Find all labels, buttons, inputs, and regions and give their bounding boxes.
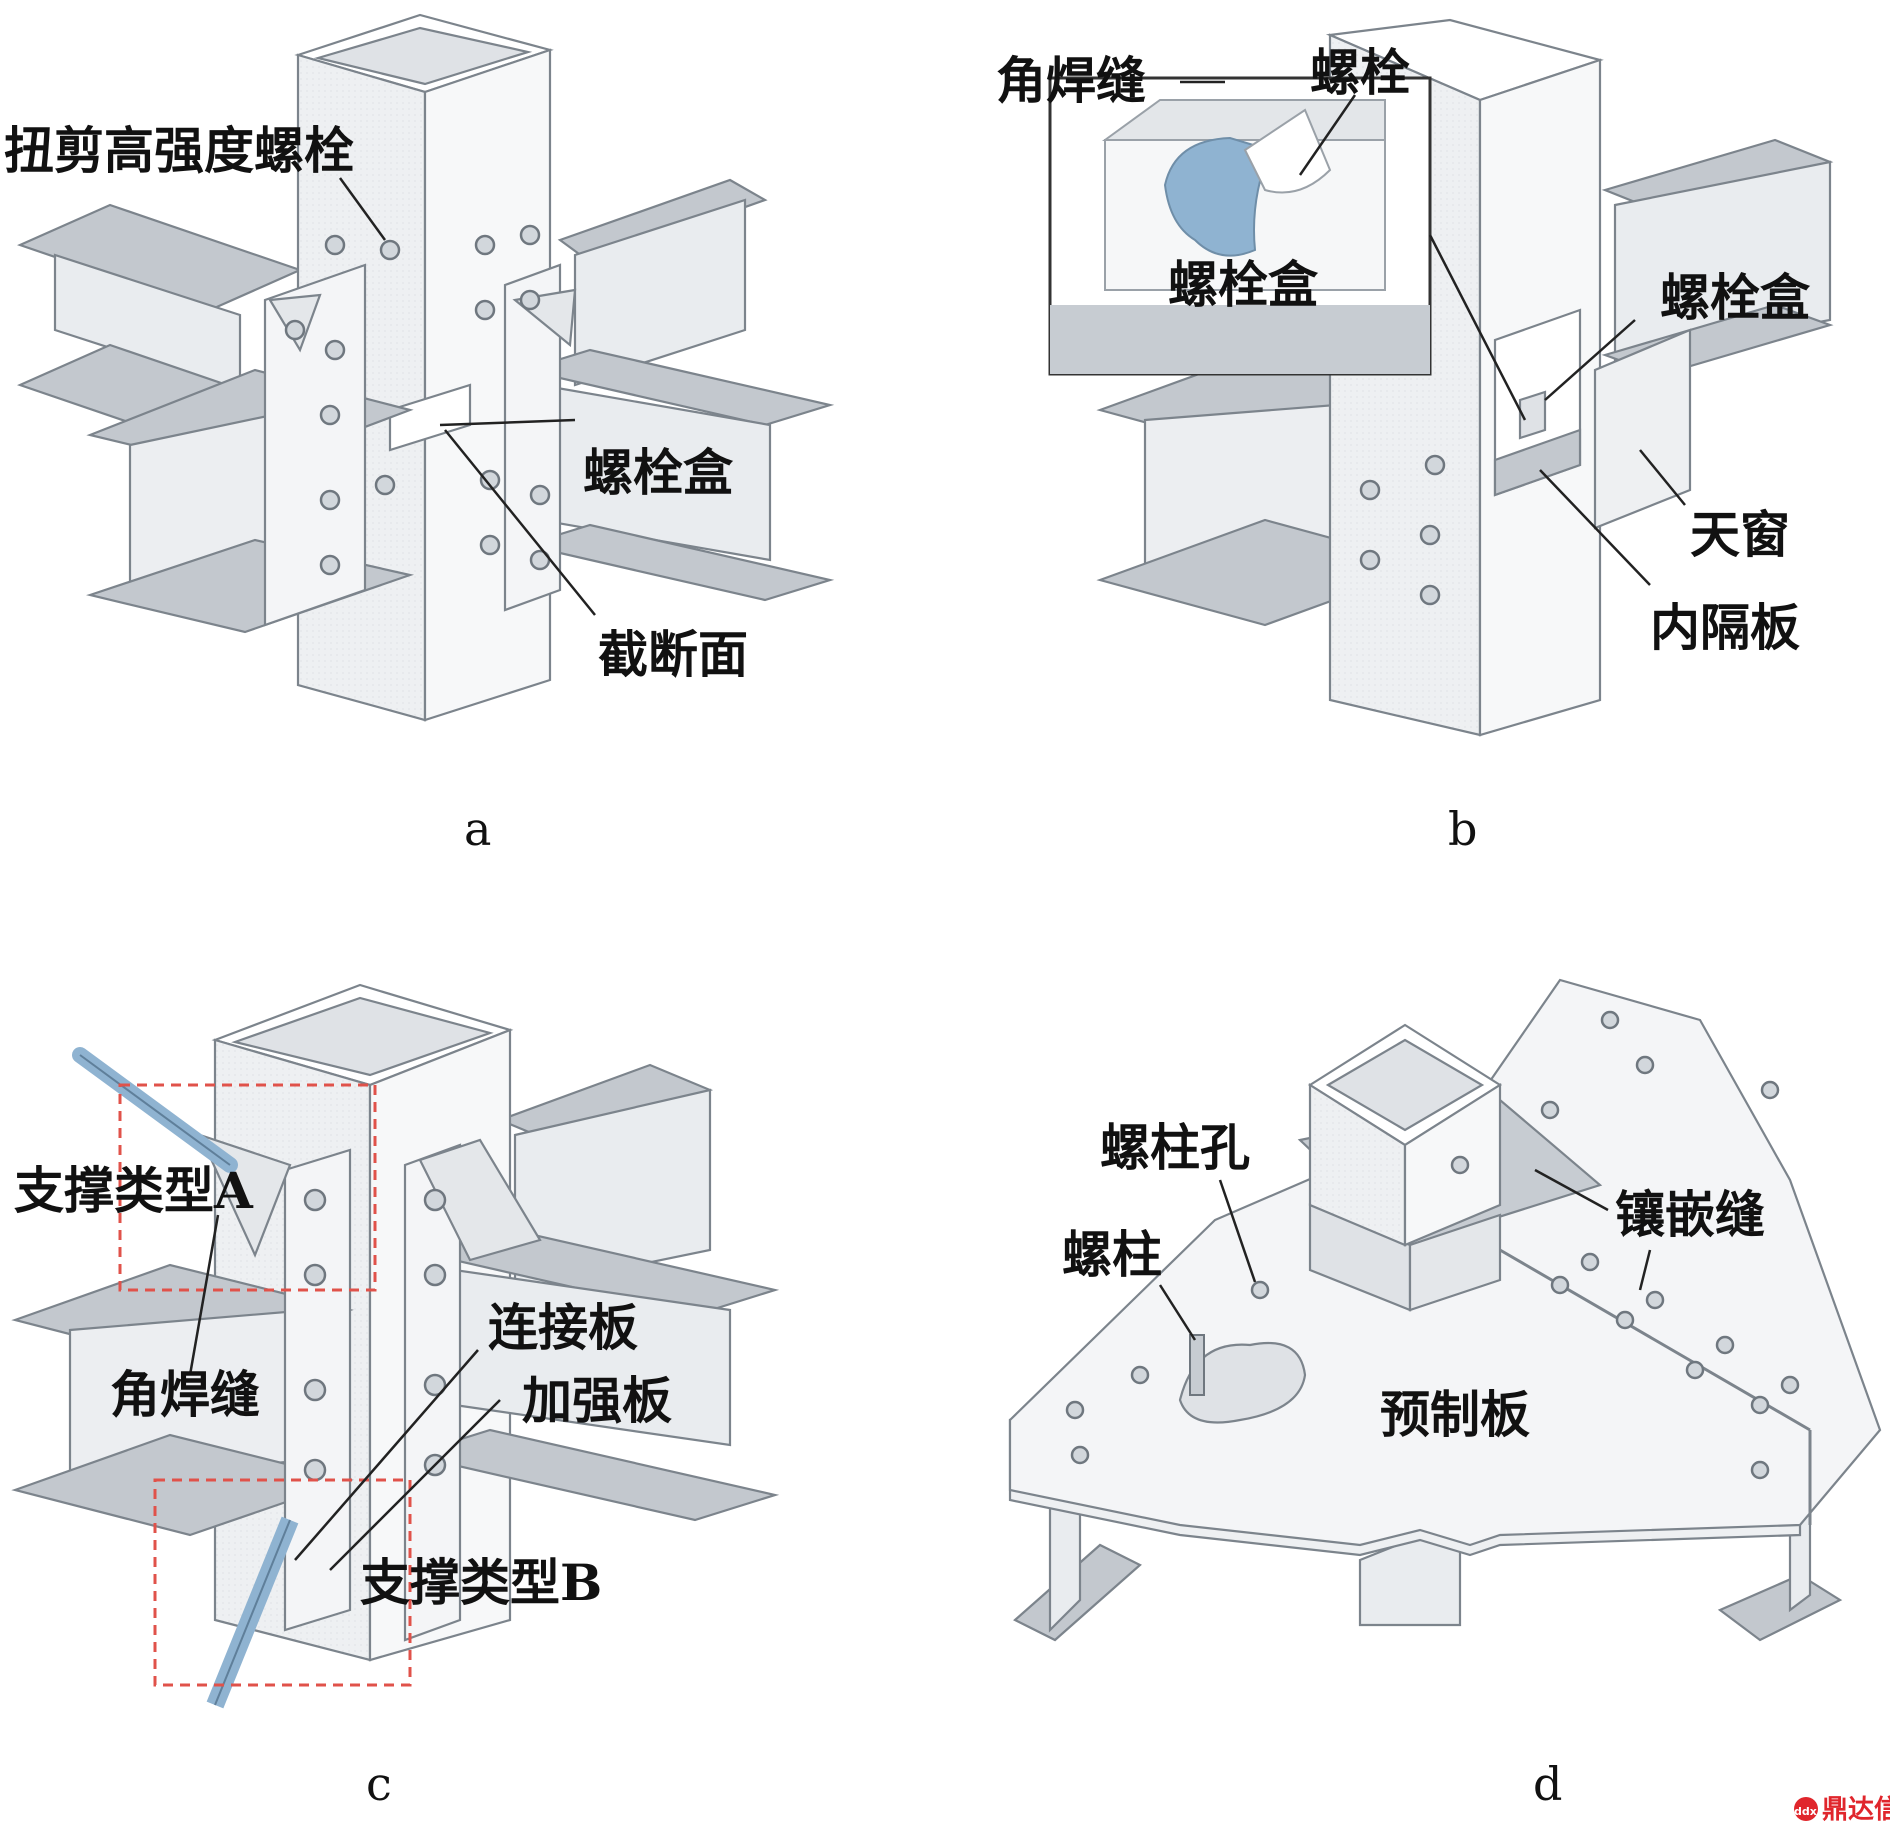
- panel-c-beam-right: [405, 1223, 780, 1522]
- panel-b-leaders: [1180, 80, 1686, 586]
- label-d-inlay-seam: 镶嵌缝: [1615, 1185, 1765, 1244]
- bolt-icon: [303, 1458, 327, 1482]
- label-b-skylight: 天窗: [1690, 505, 1790, 564]
- watermark: ddx 鼎达信: [1794, 1795, 1890, 1825]
- label-c-stiffener: 加强板: [522, 1371, 672, 1430]
- bolt-icon: [284, 319, 306, 341]
- hole-icon: [1715, 1335, 1735, 1355]
- label-c-brace-a: 支撑类型A: [14, 1161, 254, 1220]
- panel-d-stud-pocket: [1178, 1341, 1307, 1424]
- bolt-icon: [319, 554, 341, 576]
- panel-a-bolts: [284, 224, 551, 576]
- panel-d: 螺柱孔 螺柱 镶嵌缝 预制板 d: [1008, 978, 1882, 1811]
- panel-b-beam-right: [1601, 138, 1834, 377]
- panel-a-leaders: [338, 177, 596, 616]
- hole-icon: [1450, 1155, 1470, 1175]
- hole-icon: [1760, 1080, 1780, 1100]
- hole-icon: [1645, 1290, 1665, 1310]
- label-b-fillet-weld: 角焊缝: [996, 51, 1146, 110]
- label-bolt-box: 螺栓盒: [583, 443, 734, 502]
- bolt-icon: [519, 224, 541, 246]
- brace-b-box: [153, 1478, 412, 1687]
- bolt-icon: [1359, 549, 1381, 571]
- bolt-icon: [319, 404, 341, 426]
- caption-d: d: [1533, 1757, 1562, 1811]
- bolt-icon: [303, 1188, 327, 1212]
- brace-a-box: [118, 1083, 377, 1292]
- panel-b-bolts: [1359, 454, 1446, 606]
- bolt-icon: [1359, 479, 1381, 501]
- panel-d-beams: [1013, 1468, 1843, 1642]
- bolt-icon: [324, 234, 346, 256]
- bolt-icon: [319, 489, 341, 511]
- hole-icon: [1685, 1360, 1705, 1380]
- label-c-brace-b: 支撑类型B: [360, 1553, 602, 1612]
- bolt-icon: [303, 1378, 327, 1402]
- bolt-icon: [479, 534, 501, 556]
- label-d-stud: 螺柱: [1062, 1225, 1162, 1284]
- hole-icon: [1750, 1395, 1770, 1415]
- bolt-icon: [423, 1188, 447, 1212]
- bolt-icon: [379, 239, 401, 261]
- watermark-logo-text: ddx: [1794, 1805, 1817, 1818]
- label-c-fillet-weld: 角焊缝: [110, 1365, 260, 1424]
- hole-icon: [1065, 1400, 1085, 1420]
- panel-c: 支撑类型A 角焊缝 连接板 加强板 支撑类型B c: [11, 983, 780, 1811]
- panel-c-leaders: [188, 1214, 501, 1571]
- label-d-precast-slab: 预制板: [1380, 1385, 1530, 1444]
- panel-c-beam-back-right: [496, 1063, 714, 1292]
- hole-icon: [1580, 1252, 1600, 1272]
- caption-a: a: [464, 802, 491, 856]
- hole-icon: [1780, 1375, 1800, 1395]
- bolt-icon: [423, 1263, 447, 1287]
- hole-icon: [1635, 1055, 1655, 1075]
- label-b-bolt-box-inset: 螺栓盒: [1168, 255, 1319, 314]
- bolt-icon: [1419, 524, 1441, 546]
- hole-icon: [1070, 1445, 1090, 1465]
- caption-b: b: [1448, 802, 1477, 856]
- panel-a-beam-front-right: [520, 348, 835, 602]
- bolt-icon: [324, 339, 346, 361]
- label-section: 截断面: [598, 625, 748, 684]
- watermark-logo-icon: [1794, 1797, 1818, 1821]
- panel-b-inset: [1048, 76, 1432, 376]
- hole-icon: [1550, 1275, 1570, 1295]
- bolt-icon: [303, 1263, 327, 1287]
- panel-b: 角焊缝 螺栓 螺栓盒 螺栓盒 天窗 内隔板 b: [996, 18, 1834, 856]
- panel-d-leaders: [1158, 1168, 1652, 1341]
- panel-a-beam-back-right: [557, 178, 768, 387]
- label-torshear-bolt: 扭剪高强度螺栓: [4, 121, 354, 180]
- label-b-diaphragm: 内隔板: [1650, 598, 1800, 657]
- hole-icon: [1615, 1310, 1635, 1330]
- bolt-icon: [479, 469, 501, 491]
- watermark-text: 鼎达信: [1822, 1795, 1890, 1824]
- panel-a: 扭剪高强度螺栓 螺栓盒 截断面 a: [4, 13, 835, 856]
- label-d-stud-hole: 螺柱孔: [1100, 1118, 1250, 1177]
- hole-icon: [1600, 1010, 1620, 1030]
- panel-c-bolts: [303, 1188, 447, 1482]
- bolt-icon: [374, 474, 396, 496]
- bolt-icon: [423, 1373, 447, 1397]
- hole-icon: [1750, 1460, 1770, 1480]
- label-b-bolt-box: 螺栓盒: [1660, 268, 1811, 327]
- label-c-connect-plate: 连接板: [488, 1298, 638, 1357]
- hole-icon: [1540, 1100, 1560, 1120]
- bolt-icon: [1424, 454, 1446, 476]
- stud-icon: [1189, 1334, 1205, 1396]
- bolt-icon: [1419, 584, 1441, 606]
- bolt-icon: [474, 234, 496, 256]
- panel-b-skylight-plate: [1593, 328, 1692, 530]
- caption-c: c: [366, 1757, 392, 1811]
- label-b-bolt: 螺栓: [1310, 43, 1410, 102]
- hole-icon: [1130, 1365, 1150, 1385]
- bolt-icon: [529, 484, 551, 506]
- bolt-icon: [519, 289, 541, 311]
- hole-icon: [1250, 1280, 1270, 1300]
- panel-d-holes: [1065, 1010, 1800, 1480]
- weld-blob-icon: [1163, 136, 1272, 257]
- panel-c-braces: [72, 1047, 299, 1709]
- bolt-icon: [474, 299, 496, 321]
